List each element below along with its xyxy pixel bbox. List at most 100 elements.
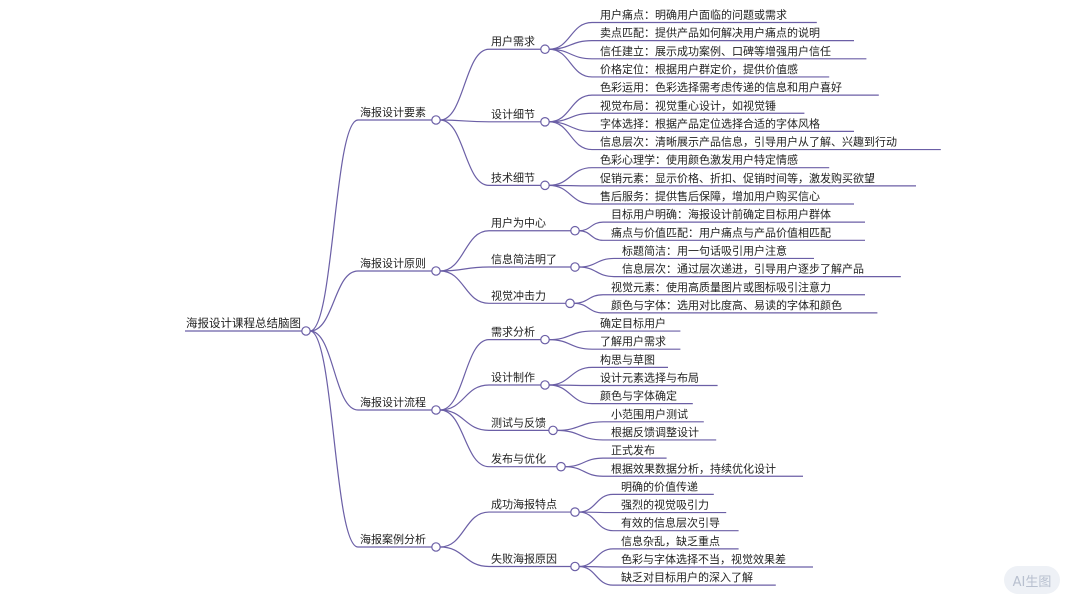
leaf-item: 信息杂乱，缺乏重点 (621, 534, 720, 548)
branch-to-group-connector (439, 339, 490, 411)
group-node[interactable] (540, 334, 550, 345)
group-label: 设计制作 (491, 371, 535, 384)
group-to-leaf-connector (578, 493, 614, 513)
group-to-leaf-connector (548, 366, 593, 386)
group-to-leaf-connector (578, 548, 614, 568)
group-node[interactable] (570, 225, 580, 236)
group-to-leaf-connector (578, 257, 615, 268)
branch-node[interactable] (431, 542, 441, 552)
group-to-leaf-connector (578, 266, 615, 278)
leaf-item: 售后服务：提供售后保障，增加用户购买信心 (600, 189, 820, 203)
group-label: 用户为中心 (491, 216, 546, 230)
group-to-leaf-connector (548, 121, 593, 151)
leaf-item: 信息层次：通过层次递进，引导用户逐步了解产品 (622, 262, 864, 276)
group-label: 测试与反馈 (491, 416, 546, 429)
branch-label: 海报案例分析 (360, 532, 426, 546)
branch-to-group-connector (439, 230, 490, 272)
group-to-leaf-connector (556, 429, 604, 441)
leaf-item: 小范围用户测试 (611, 407, 688, 421)
ai-watermark-badge: AI生图 (1004, 566, 1060, 594)
group-node[interactable] (570, 561, 580, 572)
leaf-item: 用户痛点：明确用户面临的问题或需求 (600, 8, 787, 22)
group-label: 视觉冲击力 (491, 288, 546, 302)
group-label: 用户需求 (491, 34, 535, 48)
leaf-item: 明确的价值传递 (621, 479, 698, 493)
group-to-leaf-connector (548, 184, 593, 205)
group-label: 成功海报特点 (491, 497, 557, 511)
group-label: 技术细节 (491, 171, 535, 184)
leaf-item: 标题简洁：用一句话吸引用户注意 (622, 243, 787, 257)
group-node[interactable] (565, 298, 575, 309)
group-to-leaf-connector (564, 457, 604, 468)
leaf-item: 强烈的视觉吸引力 (621, 498, 709, 512)
branch-node[interactable] (431, 405, 441, 415)
group-to-leaf-connector (573, 294, 604, 304)
leaf-item: 正式发布 (611, 443, 655, 457)
root-to-branch-connector (309, 330, 359, 548)
leaf-item: 颜色与字体确定 (600, 389, 677, 403)
root-title: 海报设计课程总结脑图 (186, 316, 301, 330)
branch-label: 海报设计要素 (360, 105, 426, 119)
group-label: 设计细节 (491, 108, 535, 121)
branch-to-group-connector (439, 409, 490, 431)
root-to-branch-connector (309, 119, 359, 332)
branch-to-group-connector (439, 266, 490, 272)
leaf-item: 价格定位：根据用户群定价，提供价值感 (600, 62, 798, 76)
leaf-item: 确定目标用户 (600, 316, 666, 330)
leaf-item: 目标用户明确：海报设计前确定目标用户群体 (611, 207, 831, 221)
leaf-item: 了解用户需求 (600, 334, 666, 348)
group-to-leaf-connector (564, 466, 604, 477)
leaf-item: 字体选择：根据产品定位选择合适的字体风格 (600, 116, 820, 130)
branch-to-group-connector (439, 119, 490, 123)
leaf-item: 卖点匹配：提供产品如何解决用户痛点的说明 (600, 26, 820, 40)
group-node[interactable] (570, 262, 580, 272)
leaf-item: 信息层次：清晰展示产品信息，引导用户从了解、兴趣到行动 (600, 135, 897, 149)
branch-to-group-connector (439, 511, 490, 548)
leaf-item: 根据反馈调整设计 (611, 425, 699, 439)
branch-to-group-connector (439, 119, 490, 186)
group-to-leaf-connector (548, 339, 593, 350)
group-to-leaf-connector (578, 511, 614, 532)
leaf-item: 色彩心理学：使用颜色激发用户特定情感 (600, 153, 798, 167)
leaf-item: 信任建立：展示成功案例、口碑等增强用户信任 (600, 44, 831, 58)
branch-to-group-connector (439, 409, 490, 468)
leaf-item: 色彩与字体选择不当，视觉效果差 (621, 552, 786, 566)
group-to-leaf-connector (573, 302, 604, 314)
branch-node[interactable] (431, 266, 441, 276)
group-node[interactable] (548, 425, 558, 436)
group-label: 失败海报原因 (491, 552, 557, 566)
group-to-leaf-connector (578, 565, 614, 586)
leaf-item: 有效的信息层次引导 (621, 516, 720, 530)
branch-label: 海报设计流程 (360, 395, 426, 409)
branch-to-group-connector (439, 384, 490, 411)
root-to-branch-connector (309, 330, 359, 411)
leaf-item: 根据效果数据分析，持续优化设计 (611, 461, 776, 475)
group-node[interactable] (540, 180, 550, 191)
leaf-item: 颜色与字体：选用对比度高、易读的字体和颜色 (611, 298, 842, 312)
group-node[interactable] (556, 461, 566, 472)
group-to-leaf-connector (578, 221, 604, 232)
leaf-item: 构思与草图 (600, 352, 655, 366)
branch-node[interactable] (431, 115, 441, 125)
group-label: 信息简洁明了 (491, 252, 557, 266)
leaf-item: 促销元素：显示价格、折扣、促销时间等，激发购买欲望 (600, 171, 875, 185)
leaf-item: 视觉元素：使用高质量图片或图标吸引注意力 (611, 280, 831, 294)
group-label: 需求分析 (491, 325, 535, 339)
group-node[interactable] (540, 117, 550, 127)
leaf-item: 痛点与价值匹配：用户痛点与产品价值相匹配 (611, 225, 831, 239)
branch-to-group-connector (439, 270, 490, 304)
root-node[interactable] (301, 326, 311, 336)
group-to-leaf-connector (548, 167, 593, 186)
group-to-leaf-connector (578, 230, 604, 241)
group-to-leaf-connector (548, 384, 593, 405)
branch-to-group-connector (439, 48, 490, 121)
group-node[interactable] (570, 507, 580, 517)
branch-to-group-connector (439, 546, 490, 568)
group-node[interactable] (540, 44, 550, 55)
group-to-leaf-connector (556, 421, 604, 431)
leaf-item: 视觉布局：视觉重心设计，如视觉锤 (600, 98, 776, 112)
group-node[interactable] (540, 380, 550, 390)
group-to-leaf-connector (548, 330, 593, 341)
root-to-branch-connector (309, 270, 359, 332)
